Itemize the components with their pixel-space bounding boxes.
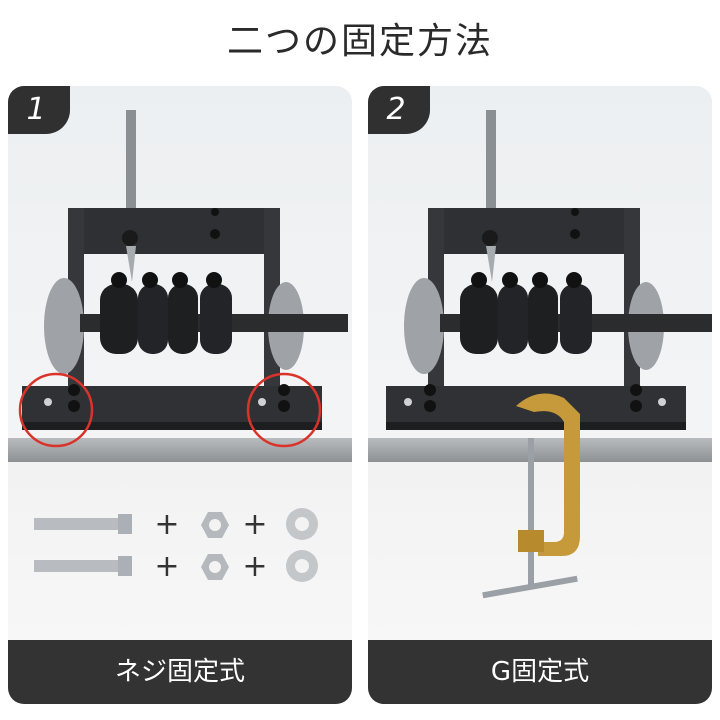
caption-g-clamp: G固定式	[490, 657, 590, 687]
washer-icon	[286, 550, 318, 582]
panel-g-clamp-mount: 2	[368, 86, 712, 704]
caption-bar: ネジ固定式	[8, 640, 352, 704]
g-clamp-icon	[482, 393, 580, 599]
highlight-circle-right	[246, 372, 322, 448]
stripper-machine-illustration	[18, 110, 348, 448]
bolt-icon	[34, 514, 132, 534]
panel-number-badge: 1	[8, 86, 70, 134]
nut-icon	[201, 512, 229, 538]
table-surface	[368, 438, 712, 462]
caption-bar: G固定式	[368, 640, 712, 704]
plus-symbol: +	[154, 549, 180, 584]
bolt-icon	[34, 556, 132, 576]
hardware-area	[8, 462, 352, 640]
plus-symbol: +	[154, 507, 180, 542]
panel-screw-mount: 1	[8, 86, 352, 704]
caption-screw-mount: ネジ固定式	[114, 657, 245, 687]
page-title: 二つの固定方法	[226, 21, 493, 62]
panel-number-badge: 2	[368, 86, 430, 134]
table-surface	[8, 438, 352, 462]
panel-number: 1	[26, 92, 46, 127]
nut-icon	[201, 554, 229, 580]
washer-icon	[286, 508, 318, 540]
plus-symbol: +	[242, 507, 268, 542]
highlight-circle-left	[18, 372, 94, 448]
plus-symbol: +	[242, 549, 268, 584]
panel-number: 2	[386, 92, 406, 127]
stripper-machine-illustration	[386, 110, 712, 599]
